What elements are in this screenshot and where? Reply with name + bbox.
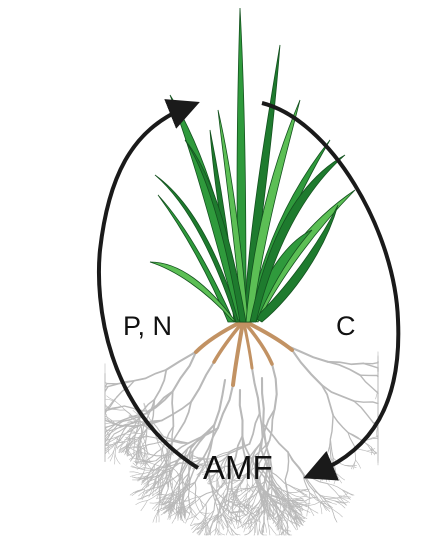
hypha	[320, 503, 322, 514]
hypha	[354, 401, 378, 404]
hypha	[279, 528, 280, 535]
hypha	[305, 477, 319, 496]
hypha	[254, 527, 255, 535]
hypha	[360, 375, 378, 376]
hypha	[105, 386, 108, 387]
hypha	[134, 370, 166, 381]
hypha	[309, 493, 310, 507]
hypha	[336, 494, 347, 499]
hypha	[196, 504, 206, 515]
hypha	[240, 390, 243, 436]
hypha	[156, 509, 159, 522]
label-fungi: AMF	[203, 451, 273, 484]
hypha	[141, 501, 147, 511]
hypha	[160, 478, 161, 491]
plant-shoot	[150, 8, 355, 322]
hypha	[288, 452, 305, 477]
hypha	[356, 460, 361, 468]
label-nutrients-to-plant: P, N	[123, 313, 172, 340]
hypha	[159, 509, 160, 522]
hypha	[190, 506, 197, 516]
hypha	[111, 409, 125, 410]
hypha	[262, 378, 264, 424]
hypha	[360, 375, 378, 393]
hypha	[257, 522, 258, 534]
hypha	[130, 474, 141, 477]
hypha	[285, 452, 288, 480]
hypha	[342, 490, 352, 496]
hypha	[258, 529, 260, 535]
hypha	[226, 529, 227, 535]
hypha	[214, 380, 225, 425]
hypha	[300, 497, 312, 498]
hypha	[364, 363, 379, 371]
root-left-1	[196, 322, 241, 352]
hypha	[155, 370, 167, 400]
hypha	[172, 391, 173, 426]
hypha	[192, 458, 202, 459]
hypha	[252, 368, 260, 413]
hypha	[354, 401, 373, 423]
hypha	[153, 509, 159, 522]
hypha	[342, 490, 354, 495]
plant-roots	[196, 322, 292, 385]
hypha	[191, 362, 214, 402]
hypha	[287, 491, 301, 492]
hypha	[224, 518, 229, 528]
hypha	[327, 484, 342, 490]
hypha	[115, 454, 116, 464]
hypha	[200, 499, 204, 509]
hypha	[333, 415, 348, 432]
hypha	[105, 381, 107, 384]
hypha	[163, 489, 169, 503]
hypha	[250, 413, 260, 444]
root-right-1	[246, 322, 292, 350]
hypha	[330, 415, 333, 439]
hypha	[195, 482, 196, 500]
hypha	[113, 442, 123, 443]
hypha	[202, 510, 214, 522]
hypha	[186, 511, 191, 523]
hypha	[272, 364, 277, 409]
hypha	[264, 523, 266, 533]
hypha	[115, 401, 125, 410]
label-carbon-to-fungi: C	[336, 313, 356, 340]
hypha	[115, 454, 120, 464]
hypha	[309, 507, 314, 516]
hypha	[130, 472, 141, 474]
amf-hyphae-network	[105, 345, 378, 535]
hypha	[259, 510, 260, 529]
